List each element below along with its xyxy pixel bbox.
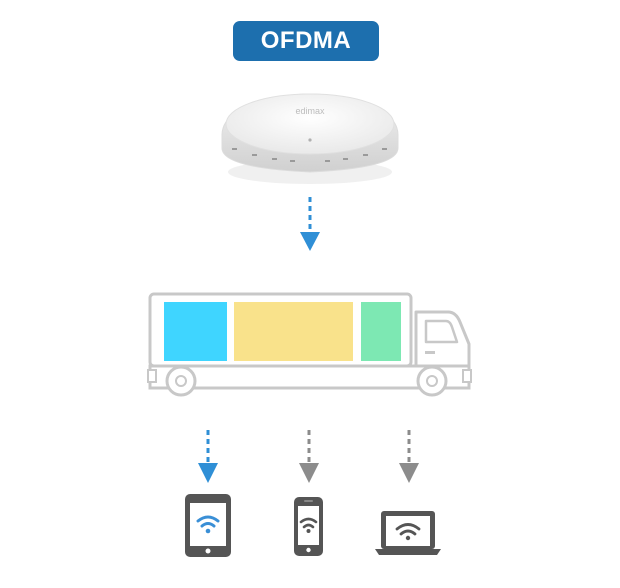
cargo-block-green [361, 302, 401, 361]
access-point-vents [232, 148, 387, 162]
ofdma-title-badge: OFDMA [233, 21, 379, 61]
ap-to-truck-arrow-icon [300, 197, 320, 251]
cargo-block-cyan [164, 302, 227, 361]
truck-to-laptop-arrow-icon [399, 430, 419, 483]
truck-icon [147, 292, 472, 397]
truck-to-phone-arrow-icon [299, 430, 319, 483]
access-point-brand: edimax [295, 106, 325, 116]
phone-wifi-icon [294, 497, 323, 556]
laptop-wifi-icon [375, 511, 441, 555]
tablet-wifi-icon [185, 494, 231, 557]
truck-to-tablet-arrow-icon [198, 430, 218, 483]
access-point-icon: edimax [221, 93, 399, 184]
cargo-block-yellow [234, 302, 353, 361]
